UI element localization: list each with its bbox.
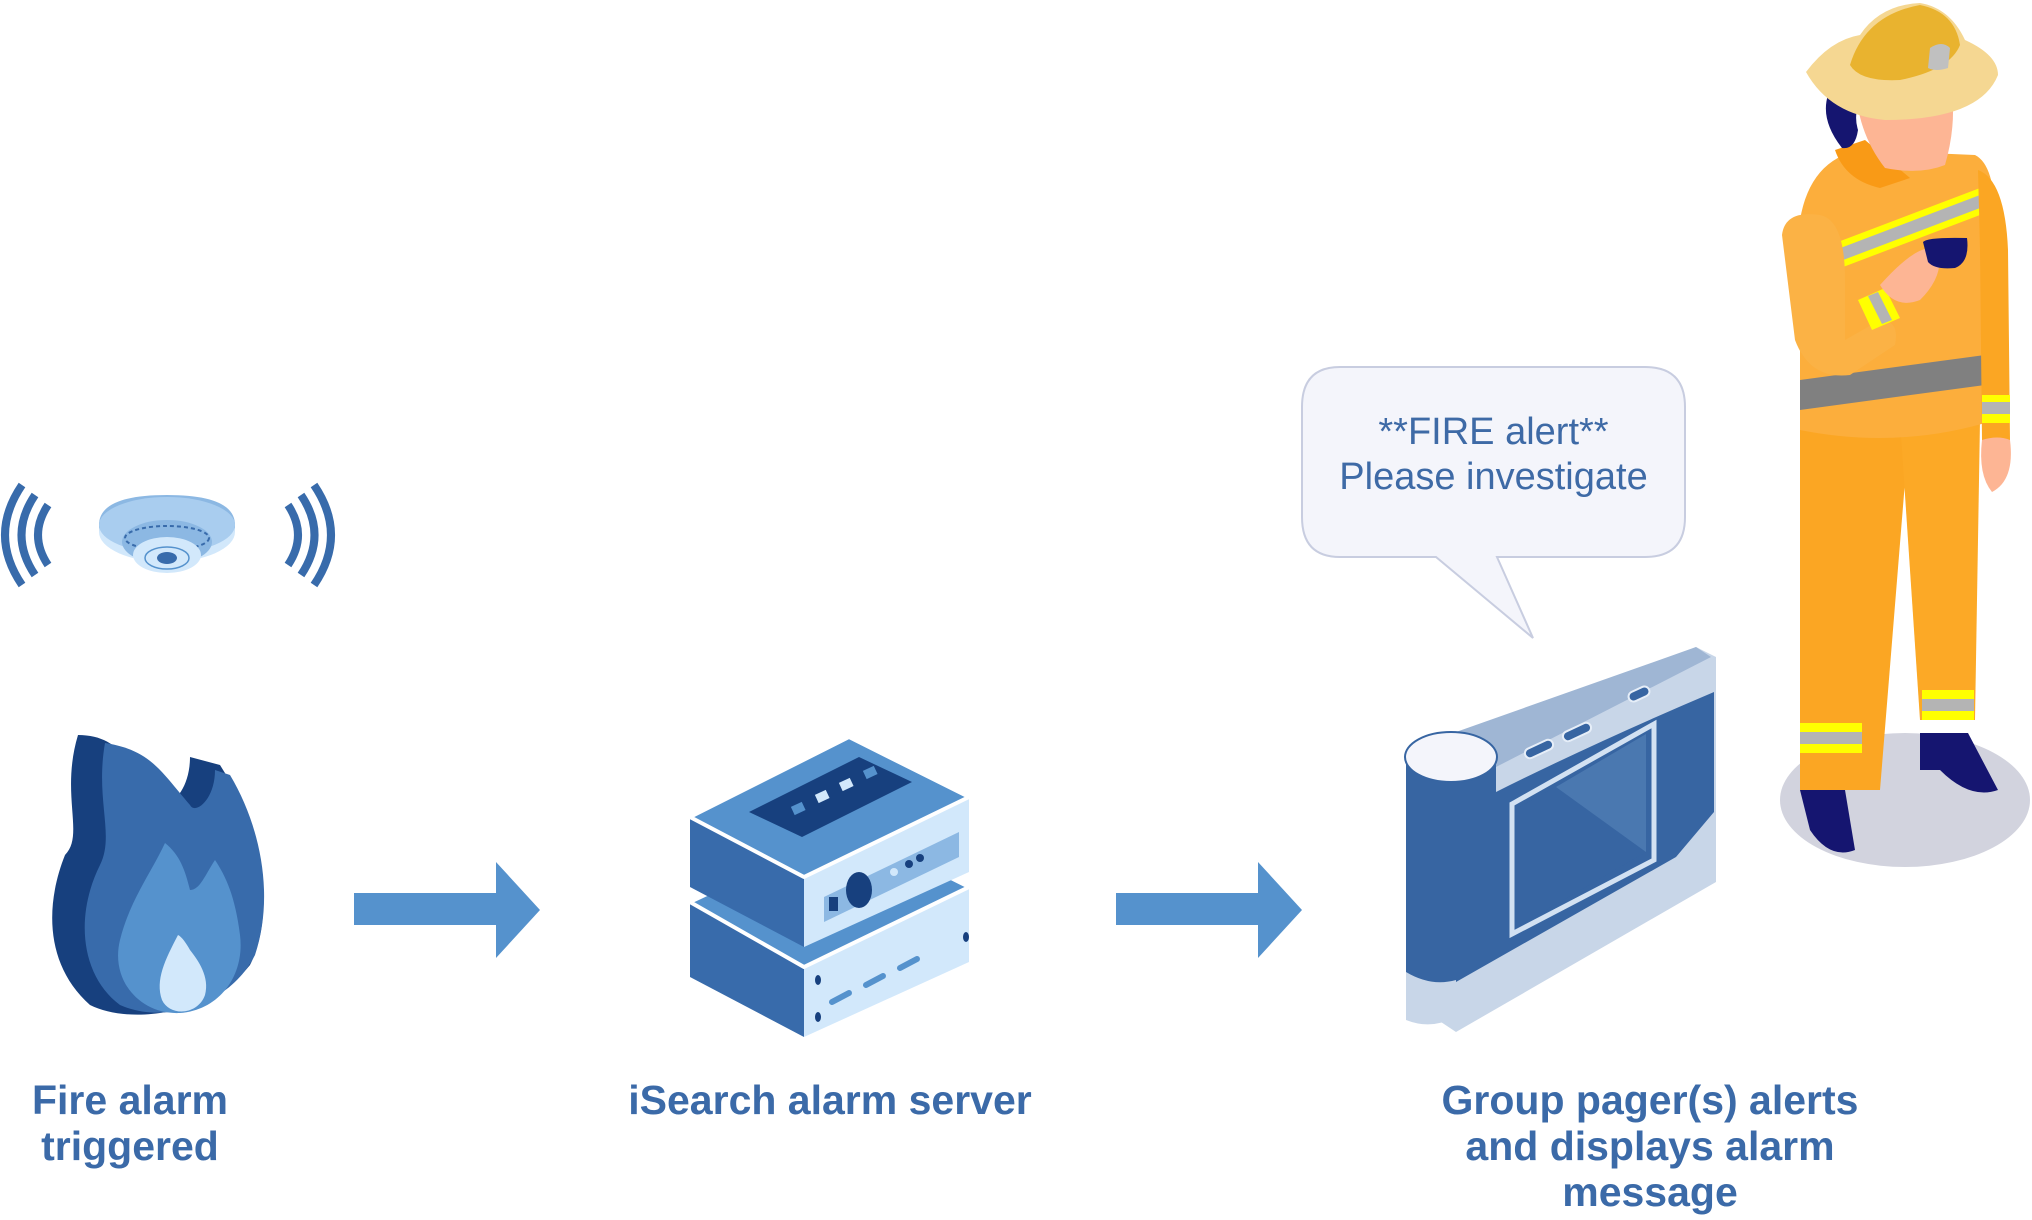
signal-waves-right-icon [284, 482, 335, 588]
speech-bubble-text: **FIRE alert** Please investigate [1302, 410, 1685, 500]
smoke-detector-icon [99, 495, 235, 573]
smoke-detector-group [1, 482, 335, 588]
arrow-right-icon [354, 862, 540, 958]
signal-waves-left-icon [1, 482, 52, 588]
label-line: Group pager(s) alerts [1441, 1077, 1859, 1123]
step-label-group-pager: Group pager(s) alerts and displays alarm… [1370, 1077, 1930, 1215]
step-label-alarm-server: iSearch alarm server [560, 1077, 1100, 1123]
bubble-line-1: **FIRE alert** [1378, 411, 1609, 453]
label-line: and displays alarm [1465, 1123, 1835, 1169]
bubble-line-2: Please investigate [1339, 456, 1648, 498]
label-line: triggered [41, 1123, 219, 1169]
firefighter-icon [1780, 3, 2030, 867]
flame-icon [52, 735, 265, 1015]
step-label-fire-alarm: Fire alarm triggered [0, 1077, 260, 1169]
label-line: message [1562, 1169, 1738, 1215]
pager-icon [1404, 647, 1716, 1032]
label-line: iSearch alarm server [628, 1077, 1032, 1123]
label-line: Fire alarm [32, 1077, 228, 1123]
speech-bubble [1301, 366, 1686, 639]
server-icon [688, 735, 971, 1037]
arrow-right-icon [1116, 862, 1302, 958]
